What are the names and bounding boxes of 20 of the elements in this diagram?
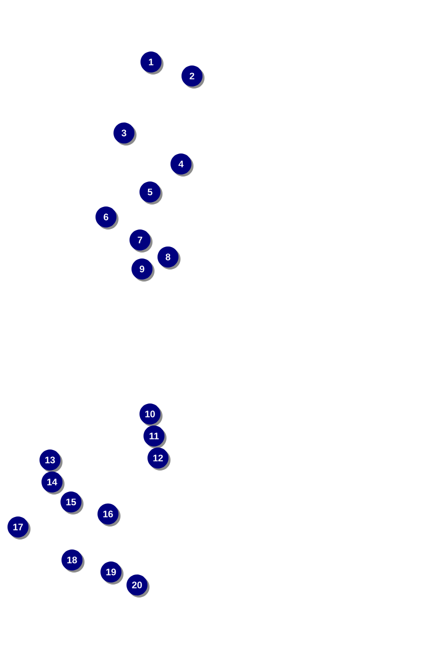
- callout-number: 14: [42, 472, 64, 494]
- callout-number: 4: [170, 154, 194, 176]
- callout-number: 10: [140, 404, 162, 426]
- callout-number: 3: [114, 122, 136, 146]
- callout-number: 8: [158, 246, 180, 270]
- callout-number: 2: [182, 66, 204, 88]
- callout-number: 9: [132, 258, 154, 282]
- callout-number: 16: [98, 504, 120, 526]
- callout-number: 19: [100, 562, 124, 584]
- callout-number: 1: [140, 52, 164, 74]
- callout-number: 13: [40, 450, 62, 472]
- callout-number: 12: [148, 448, 170, 470]
- callout-number: 5: [140, 182, 162, 204]
- callout-number: 7: [130, 230, 152, 252]
- callout-number: 6: [96, 206, 118, 230]
- callout-number: 20: [126, 574, 150, 598]
- callout-number: 15: [60, 492, 84, 514]
- callout-number: 17: [8, 516, 30, 540]
- callout-number: 18: [62, 550, 84, 572]
- callout-number: 11: [144, 426, 166, 448]
